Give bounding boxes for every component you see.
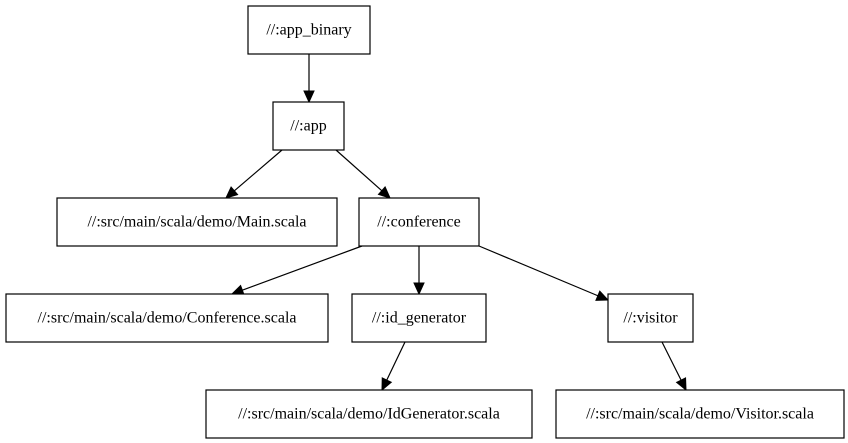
node-app-binary[interactable]: //:app_binary bbox=[247, 5, 371, 55]
arrowhead-icon bbox=[675, 377, 687, 392]
arrowhead-icon bbox=[413, 282, 425, 296]
edge-visitor-to-visitor_scala bbox=[661, 341, 682, 381]
arrowhead-icon bbox=[595, 290, 610, 301]
graph-edges bbox=[225, 54, 687, 392]
arrowhead-icon bbox=[225, 186, 239, 199]
node-idgenerator-scala[interactable]: //:src/main/scala/demo/IdGenerator.scala bbox=[205, 389, 533, 439]
node-label: //:app_binary bbox=[266, 22, 351, 39]
node-visitor[interactable]: //:visitor bbox=[607, 293, 694, 343]
node-label: //:app bbox=[290, 118, 326, 135]
node-label: //:src/main/scala/demo/Visitor.scala bbox=[586, 406, 814, 423]
node-main-scala[interactable]: //:src/main/scala/demo/Main.scala bbox=[56, 197, 338, 247]
node-label: //:src/main/scala/demo/Main.scala bbox=[87, 214, 306, 231]
node-conference-scala[interactable]: //:src/main/scala/demo/Conference.scala bbox=[5, 293, 329, 343]
node-label: //:id_generator bbox=[372, 310, 467, 327]
arrowhead-icon bbox=[381, 377, 393, 392]
node-label: //:src/main/scala/demo/IdGenerator.scala bbox=[238, 406, 500, 423]
edge-conference-to-visitor bbox=[478, 245, 599, 297]
edge-id_generator-to-idgen_scala bbox=[386, 341, 406, 381]
arrowhead-icon bbox=[303, 90, 315, 104]
node-visitor-scala[interactable]: //:src/main/scala/demo/Visitor.scala bbox=[555, 389, 845, 439]
node-conference[interactable]: //:conference bbox=[358, 197, 480, 247]
edge-app-to-conference bbox=[335, 149, 383, 192]
node-label: //:src/main/scala/demo/Conference.scala bbox=[38, 310, 297, 327]
arrowhead-icon bbox=[377, 186, 391, 199]
node-label: //:conference bbox=[377, 214, 461, 231]
edge-app-to-main bbox=[233, 149, 283, 192]
node-label: //:visitor bbox=[623, 310, 678, 327]
node-id-generator[interactable]: //:id_generator bbox=[351, 293, 487, 343]
edge-conference-to-conference_scala bbox=[242, 245, 363, 291]
node-app[interactable]: //:app bbox=[272, 101, 345, 151]
